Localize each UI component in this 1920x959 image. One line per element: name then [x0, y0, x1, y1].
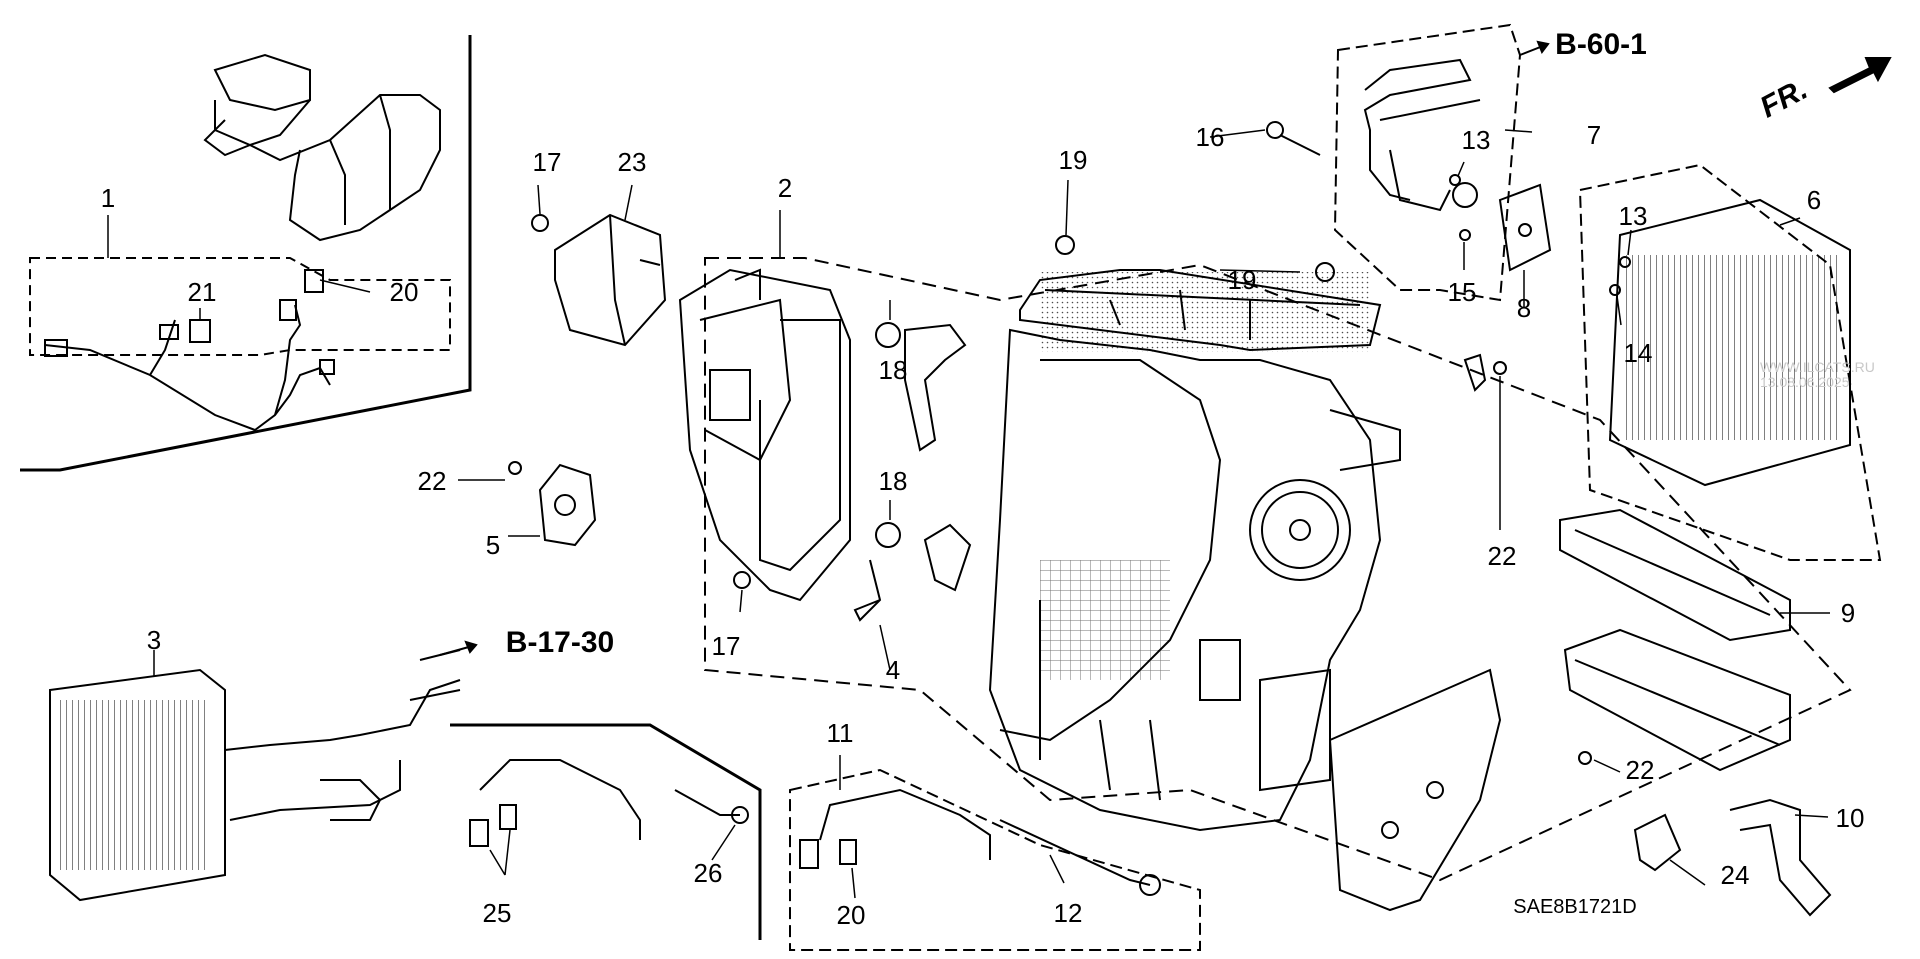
fr-arrow-drawing — [1828, 57, 1892, 94]
callout-25: 25 — [482, 898, 512, 928]
link-parts-drawing — [875, 322, 972, 592]
callout-9: 9 — [1840, 598, 1856, 628]
actuator-23-drawing — [554, 213, 667, 347]
sensor-12-drawing — [999, 819, 1151, 886]
callout-11: 11 — [826, 718, 854, 748]
watermark: WWW.ILCATS.RU 13.08.06.2025 — [1760, 360, 1875, 389]
callout-3: 3 — [146, 625, 162, 655]
ac-pipe-drawing — [1363, 58, 1481, 212]
callout-19-b: 19 — [1227, 265, 1257, 295]
frame-wiring-box — [29, 257, 451, 356]
leader-lines — [107, 129, 1830, 899]
callout-20-b: 20 — [836, 900, 866, 930]
frame-left-box — [20, 35, 472, 472]
callout-23: 23 — [617, 147, 647, 177]
rod-drawing — [853, 559, 882, 622]
callout-22-b: 22 — [1487, 541, 1517, 571]
wiring-harness — [44, 299, 335, 432]
callout-7: 7 — [1586, 120, 1602, 150]
callout-21: 21 — [187, 277, 217, 307]
callout-12: 12 — [1053, 898, 1083, 928]
tray-drawing — [1559, 508, 1791, 642]
frame-lower-center-box — [789, 768, 1201, 951]
diagram-code: SAE8B1721D — [1513, 896, 1637, 918]
expansion-valve-drawing — [1498, 183, 1552, 272]
lower-panel-drawing — [1328, 668, 1502, 912]
callout-16: 16 — [1195, 122, 1225, 152]
frame-lower-left-box — [450, 723, 762, 940]
callout-18-a: 18 — [878, 355, 908, 385]
callout-1: 1 — [100, 183, 116, 213]
motor-5-drawing — [538, 463, 597, 547]
drain-pan-drawing — [1563, 628, 1791, 772]
callout-6: 6 — [1806, 185, 1822, 215]
callout-10: 10 — [1835, 803, 1865, 833]
hvac-housing-drawing — [988, 269, 1401, 832]
callout-2: 2 — [777, 173, 793, 203]
callout-14: 14 — [1623, 338, 1653, 368]
callout-15: 15 — [1447, 277, 1477, 307]
side-cover-drawing — [678, 268, 851, 602]
callout-5: 5 — [485, 530, 501, 560]
drain-hose-drawing — [1729, 798, 1832, 917]
callout-20-a: 20 — [389, 277, 419, 307]
clamp-drawing — [1633, 813, 1682, 872]
watermark-line-1: WWW.ILCATS.RU — [1760, 359, 1875, 375]
heater-core-drawing — [49, 649, 461, 902]
callout-4: 4 — [885, 655, 901, 685]
callout-17-a: 17 — [532, 147, 562, 177]
callout-13-b: 13 — [1618, 201, 1648, 231]
watermark-line-2: 13.08.06.2025 — [1760, 373, 1850, 390]
callout-19-a: 19 — [1058, 145, 1088, 175]
sensor-cable-11-drawing — [819, 788, 991, 860]
callout-22-c: 22 — [1625, 755, 1655, 785]
callout-17-b: 17 — [711, 631, 741, 661]
frame-center-box — [704, 257, 1852, 882]
callout-22-a: 22 — [417, 466, 447, 496]
reference-b-60-1[interactable]: B-60-1 — [1555, 28, 1647, 61]
frame-evaporator-box — [1578, 163, 1882, 561]
callout-8: 8 — [1516, 293, 1532, 323]
callout-13-a: 13 — [1461, 125, 1491, 155]
reference-b-17-30[interactable]: B-17-30 — [505, 626, 615, 659]
evaporator-drawing — [1608, 198, 1851, 487]
fasteners-drawing — [189, 121, 1631, 765]
frame-pipe-box — [1333, 23, 1522, 302]
duct-housing — [203, 53, 441, 242]
sensor-26-drawing — [674, 789, 740, 816]
sensor-cable-25-drawing — [479, 759, 641, 840]
callout-18-b: 18 — [878, 466, 908, 496]
callout-26: 26 — [693, 858, 723, 888]
callout-24: 24 — [1720, 860, 1750, 890]
